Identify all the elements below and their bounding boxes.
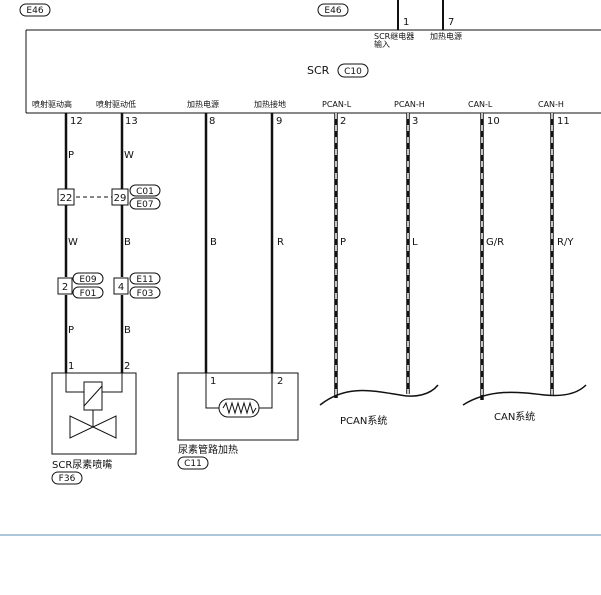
top-left-connector-label: E46 [26, 6, 43, 16]
heater-pin-2: 2 [277, 376, 283, 387]
pin-label-inj-high: 喷射驱动高 [32, 99, 72, 109]
module-pin-labels: 喷射驱动高 喷射驱动低 加热电源 加热接地 PCAN-L PCAN-H CAN-… [32, 99, 564, 109]
module-title: SCR [307, 64, 330, 77]
module-top-label-a2: 输入 [374, 39, 390, 49]
wire-color-2: P [340, 237, 346, 248]
top-left-connector: E46 [19, 3, 51, 17]
wire-color-12-mid: W [68, 237, 78, 248]
pin-10: 10 [487, 116, 500, 127]
inline-right-conn-e11: E11 [136, 275, 153, 285]
heater-connector: C11 [184, 459, 202, 469]
inline-connector-right: 4 E11 F03 [113, 272, 161, 299]
heater-pin-1: 1 [210, 376, 216, 387]
injector-pin-2: 2 [124, 361, 130, 372]
wire-color-13-upper: W [124, 150, 134, 161]
top-mid-connector: E46 [317, 3, 349, 17]
top-mid-connector-label: E46 [324, 6, 341, 16]
injector-name: SCR尿素喷嘴 [52, 458, 112, 471]
injector-wires [64, 113, 124, 373]
pin-8: 8 [209, 116, 215, 127]
wire-color-12-upper: P [68, 150, 74, 161]
inline-left-pin: 2 [62, 282, 68, 293]
scr-injector: 1 2 SCR尿素喷嘴 F36 [51, 361, 137, 485]
pin-11: 11 [557, 116, 570, 127]
inline-right-conn-f03: F03 [137, 289, 154, 299]
splice-conn-c01: C01 [136, 187, 154, 197]
top-pin-7: 7 [448, 17, 454, 28]
injector-pin-1: 1 [68, 361, 74, 372]
can-wires [480, 113, 554, 400]
module-top-label-a1: SCR继电器 [374, 31, 414, 41]
pin-label-heat-ground: 加热接地 [254, 99, 286, 109]
heater-wires [204, 113, 274, 373]
scr-module: SCR继电器 输入 加热电源 SCR C10 [25, 29, 601, 114]
inline-left-conn-f01: F01 [80, 289, 97, 299]
wire-color-11: R/Y [557, 237, 574, 248]
pin-label-pcan-l: PCAN-L [322, 100, 352, 109]
heater-element-icon [222, 401, 257, 415]
wire-color-10: G/R [486, 237, 504, 248]
pcan-wires [334, 113, 410, 398]
inline-left-conn-e09: E09 [79, 275, 96, 285]
module-connector: C10 [344, 67, 362, 77]
pin-label-can-l: CAN-L [468, 100, 493, 109]
module-top-label-b: 加热电源 [430, 31, 462, 41]
top-pin-1: 1 [403, 17, 409, 28]
pin-label-pcan-h: PCAN-H [394, 100, 425, 109]
splice-conn-e07: E07 [136, 200, 153, 210]
pin-9: 9 [276, 116, 282, 127]
injector-connector: F36 [59, 474, 76, 484]
can-wave [462, 384, 587, 406]
pcan-system-label: PCAN系统 [340, 414, 387, 427]
wire-color-8: B [210, 237, 217, 248]
heater-name: 尿素管路加热 [178, 443, 238, 456]
wire-color-12-lower: P [68, 325, 74, 336]
pin-13: 13 [125, 116, 138, 127]
urea-pipe-heater: 1 2 尿素管路加热 C11 [177, 372, 299, 470]
splice-pin-29: 29 [114, 193, 127, 204]
pin-label-inj-low: 喷射驱动低 [96, 99, 136, 109]
pin-3: 3 [412, 116, 418, 127]
pin-12: 12 [70, 116, 83, 127]
pin-2: 2 [340, 116, 346, 127]
wire-color-3: L [412, 237, 418, 248]
inline-connector-left: 2 E09 F01 [57, 272, 104, 299]
wire-color-13-mid: B [124, 237, 131, 248]
wire-color-9: R [277, 237, 284, 248]
module-pin-numbers: 12 13 8 9 2 3 10 11 [70, 116, 570, 127]
pin-label-can-h: CAN-H [538, 100, 564, 109]
pin-label-heat-power: 加热电源 [187, 99, 219, 109]
pcan-wave [319, 384, 439, 406]
can-system-label: CAN系统 [494, 410, 535, 423]
splice-connector: 22 29 C01 E07 [57, 184, 161, 210]
inline-right-pin: 4 [118, 282, 124, 293]
wire-color-13-lower: B [124, 325, 131, 336]
splice-pin-22: 22 [60, 193, 73, 204]
